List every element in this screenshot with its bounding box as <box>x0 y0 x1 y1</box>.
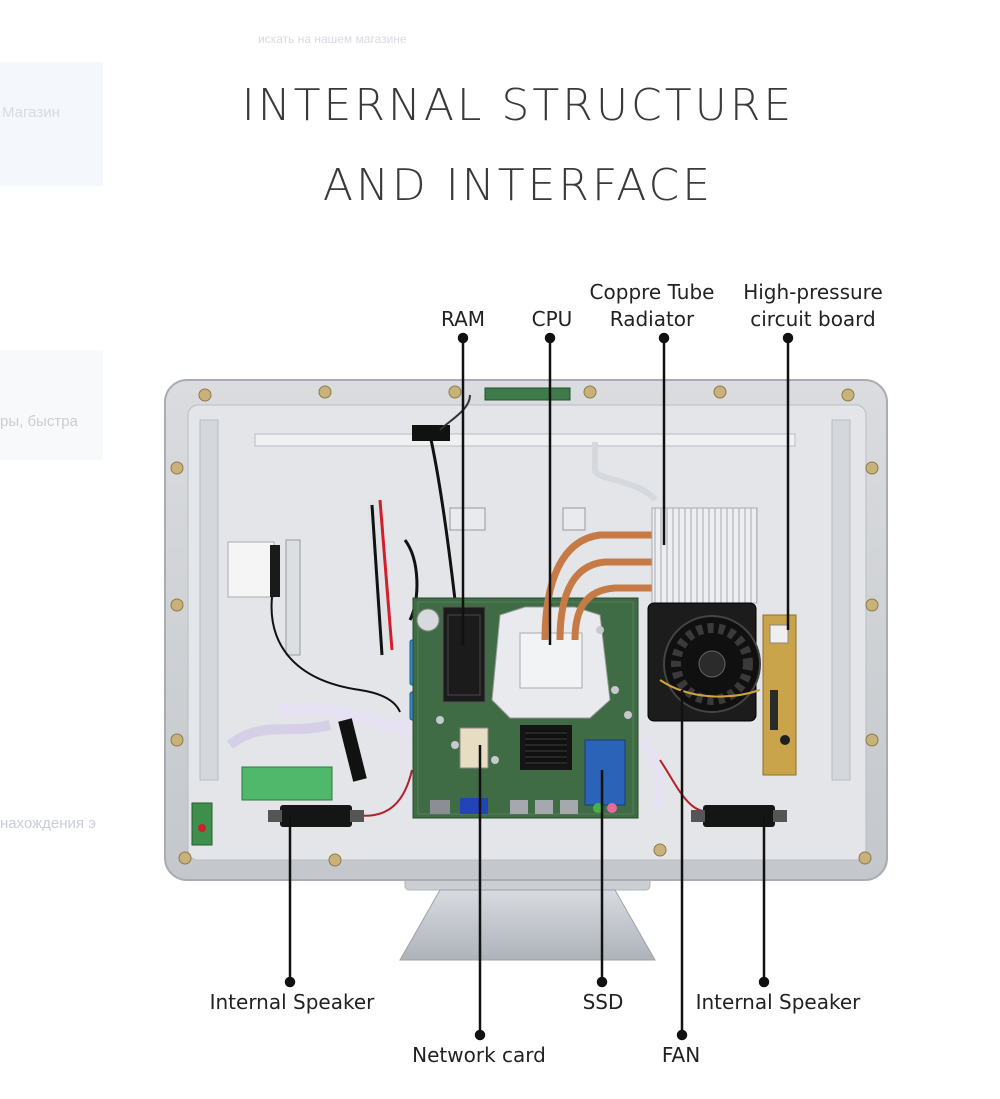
page-title-line-2: AND INTERFACE <box>322 160 714 211</box>
cooling-fan <box>647 602 761 722</box>
background-search-hint: искать на нашем магазине <box>258 32 407 46</box>
screw-bosses <box>170 385 879 867</box>
network-card-module <box>459 727 489 769</box>
left-control-boards <box>191 766 333 846</box>
label-network-card: Network card <box>412 1043 546 1067</box>
top-sensor-board <box>484 387 571 401</box>
leader-lines <box>284 332 794 1041</box>
label-ram: RAM <box>441 307 485 331</box>
background-nav-panel <box>0 62 103 186</box>
speaker-right <box>691 805 787 827</box>
label-copper-tube-line2: Radiator <box>610 307 695 331</box>
speaker-left <box>268 805 364 827</box>
page-title-line-1: INTERNAL STRUCTURE <box>241 80 795 131</box>
motherboard <box>412 597 639 819</box>
label-copper-tube-line1: Coppre Tube <box>590 280 715 304</box>
high-pressure-circuit-board <box>762 614 797 776</box>
cable-bundle <box>226 394 721 817</box>
background-side-text: ры, быстра <box>0 413 78 430</box>
label-high-pressure-line1: High-pressure <box>743 280 883 304</box>
label-high-pressure-line2: circuit board <box>750 307 876 331</box>
wifi-antenna-card <box>227 539 401 713</box>
label-cpu: CPU <box>532 307 573 331</box>
label-internal-speaker-right: Internal Speaker <box>696 990 862 1014</box>
label-fan: FAN <box>662 1043 700 1067</box>
label-ssd: SSD <box>583 990 624 1014</box>
copper-tube-radiator <box>449 442 758 641</box>
background-side-panel <box>0 350 103 460</box>
background-nav-item: Магазин <box>2 104 60 121</box>
ssd-module <box>584 739 626 806</box>
label-internal-speaker-left: Internal Speaker <box>210 990 376 1014</box>
background-side-text-2: нахождения э <box>0 815 96 832</box>
